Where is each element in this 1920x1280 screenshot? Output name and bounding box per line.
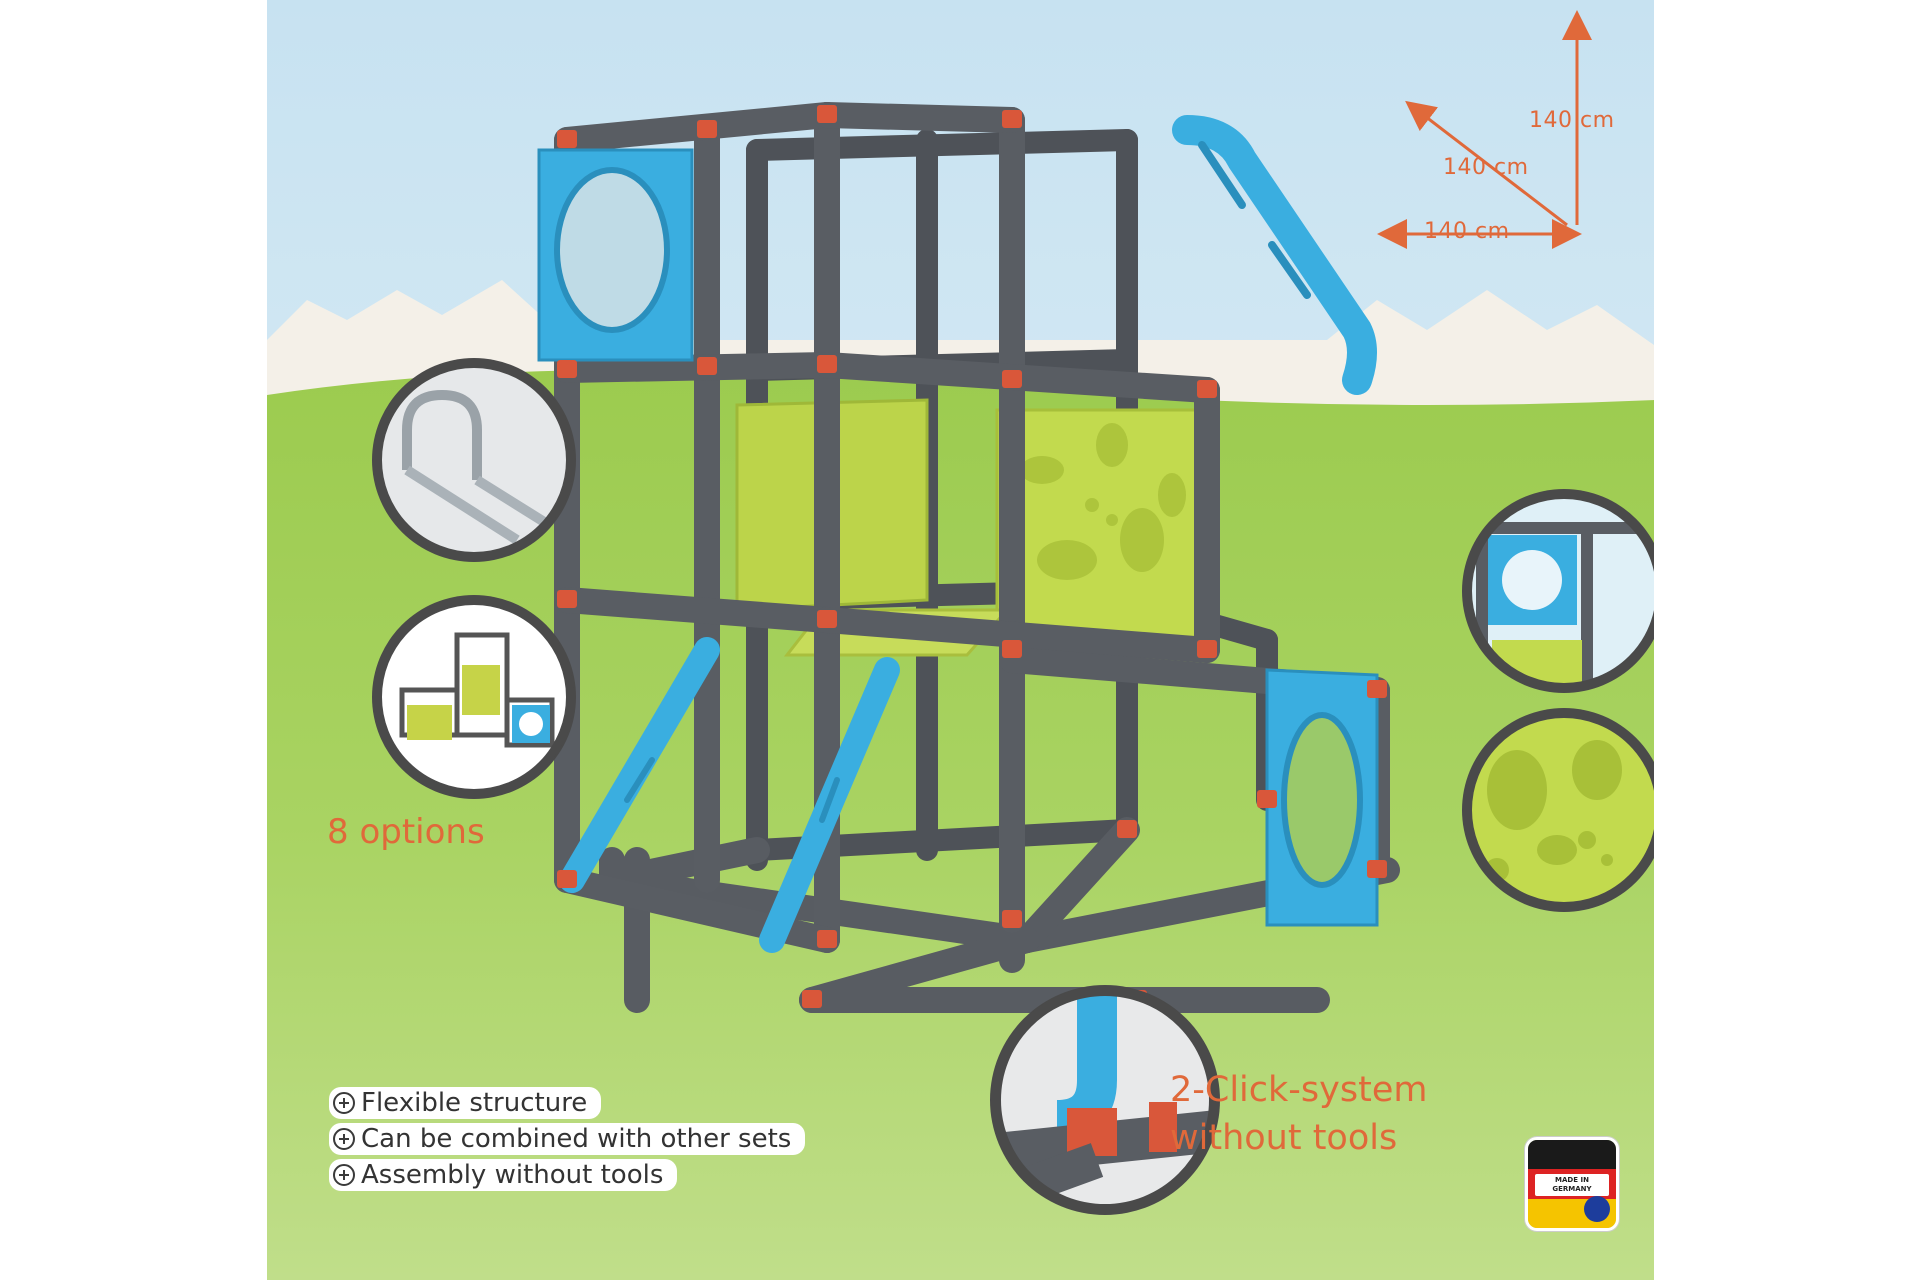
germany-flag-icon: MADE IN GERMANY: [1525, 1137, 1619, 1231]
feature-text: Can be combined with other sets: [361, 1124, 792, 1154]
dimension-height-label: 140 cm: [1529, 108, 1615, 133]
click-system-label: 2-Click-system without tools: [1170, 1066, 1427, 1162]
detail-ground-anchor: [372, 358, 576, 562]
plus-circle-icon: [333, 1092, 355, 1114]
climbing-frame: [537, 102, 1400, 1013]
feature-list: Flexible structure Can be combined with …: [329, 1087, 806, 1195]
dimension-width-label: 140 cm: [1424, 219, 1510, 244]
product-canvas: 140 cm 140 cm 140 cm 8 options 2-Click-s…: [267, 0, 1654, 1280]
feature-item: Assembly without tools: [329, 1159, 805, 1191]
detail-tunnel-panel: [1462, 489, 1654, 693]
feature-item: Flexible structure: [329, 1087, 805, 1119]
made-in-germany-label: MADE IN GERMANY: [1535, 1174, 1609, 1196]
plus-circle-icon: [333, 1128, 355, 1150]
dimension-arrow-icon: [1377, 10, 1592, 249]
detail-climbing-texture: [1462, 708, 1654, 912]
blue-slide: [1172, 115, 1377, 395]
click-system-line1: 2-Click-system: [1170, 1070, 1428, 1110]
eu-stars-icon: [1584, 1196, 1610, 1222]
product-scene: [267, 0, 1654, 1280]
plus-circle-icon: [333, 1164, 355, 1186]
feature-text: Flexible structure: [361, 1088, 588, 1118]
detail-click-connector: [990, 985, 1220, 1215]
click-system-line2: without tools: [1170, 1118, 1398, 1158]
options-label: 8 options: [327, 812, 485, 852]
dimension-depth-label: 140 cm: [1443, 155, 1529, 180]
feature-text: Assembly without tools: [361, 1160, 664, 1190]
detail-options: [372, 595, 576, 799]
feature-item: Can be combined with other sets: [329, 1123, 806, 1155]
